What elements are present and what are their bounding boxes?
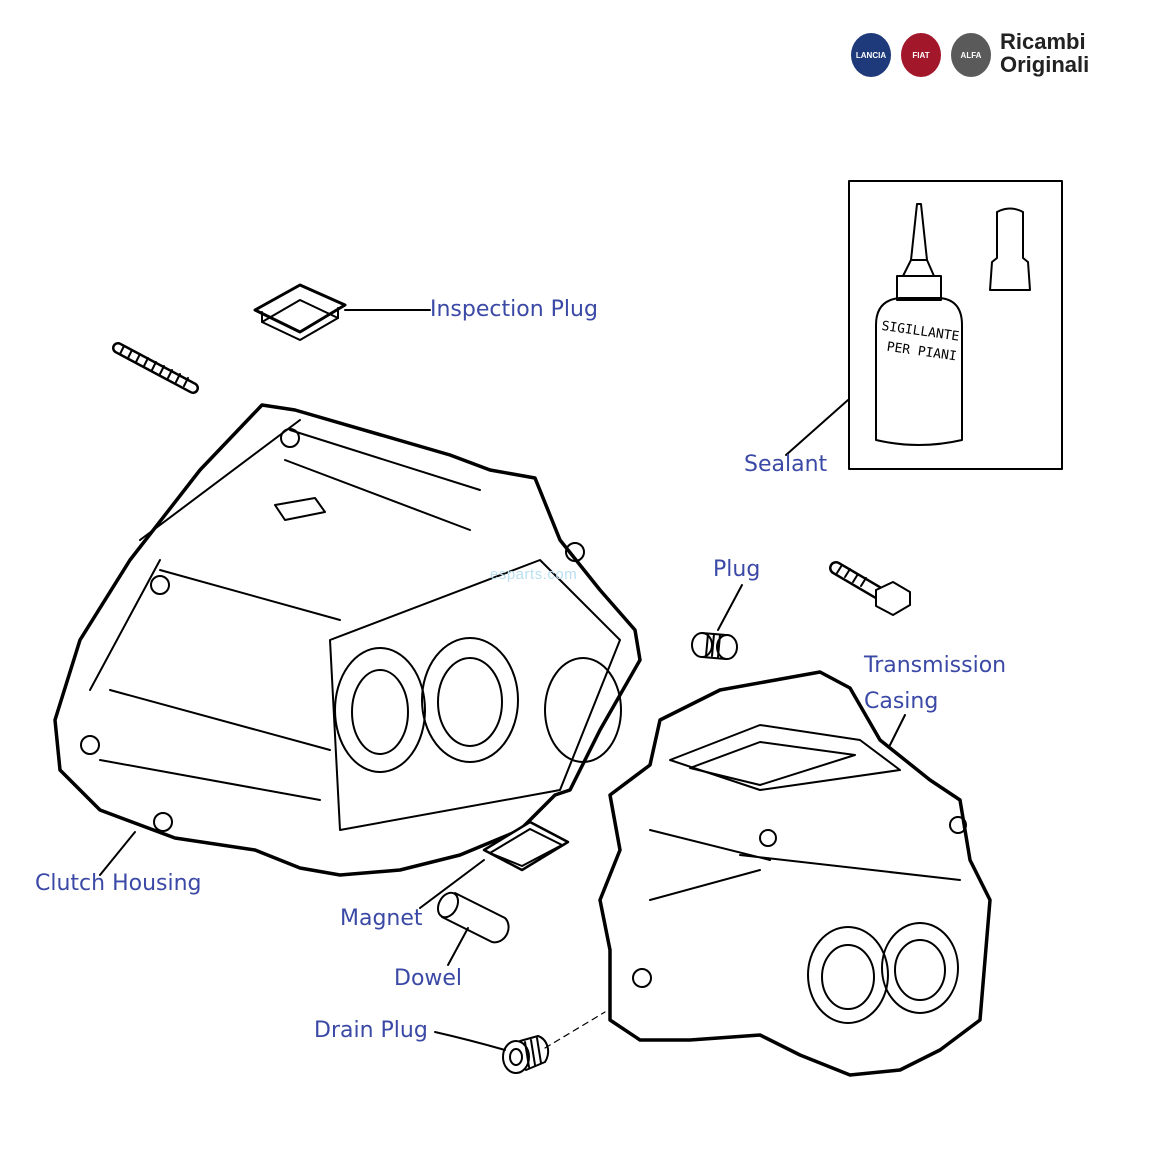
alfa-romeo-logo-icon: ALFA — [951, 33, 991, 77]
drain-plug-part — [434, 1011, 606, 1074]
inspection-plug-part — [253, 283, 431, 341]
brand-title: Ricambi Originali — [1000, 30, 1089, 76]
label-sealant: Sealant — [744, 452, 828, 477]
dowel-part — [436, 891, 510, 966]
watermark: esparts.com — [490, 566, 578, 583]
sealant-tube-text-line2: PER PIANI — [886, 340, 958, 365]
lancia-logo-icon: LANCIA — [851, 33, 891, 77]
label-plug: Plug — [713, 557, 761, 582]
brand-line2: Originali — [1000, 52, 1090, 77]
transmission-casing-part — [598, 670, 992, 1077]
clutch-housing-part — [53, 403, 642, 877]
label-magnet: Magnet — [340, 906, 423, 931]
magnet-part — [419, 820, 570, 909]
brand-line1: Ricambi — [1000, 29, 1086, 54]
fiat-logo-icon: FIAT — [901, 33, 941, 77]
bolt-part — [829, 561, 911, 616]
stud-part — [112, 342, 199, 394]
label-dowel: Dowel — [394, 966, 463, 991]
label-clutch-housing: Clutch Housing — [35, 871, 202, 896]
sealant-box — [785, 180, 1063, 470]
label-transmission-casing-line2: Casing — [864, 689, 939, 714]
sealant-tube-text: SIGILLANTE PER PIANI — [881, 319, 961, 365]
label-inspection-plug: Inspection Plug — [430, 297, 598, 322]
label-drain-plug: Drain Plug — [314, 1018, 428, 1043]
plug-part — [691, 584, 743, 660]
label-transmission-casing-line1: Transmission — [864, 653, 1007, 678]
